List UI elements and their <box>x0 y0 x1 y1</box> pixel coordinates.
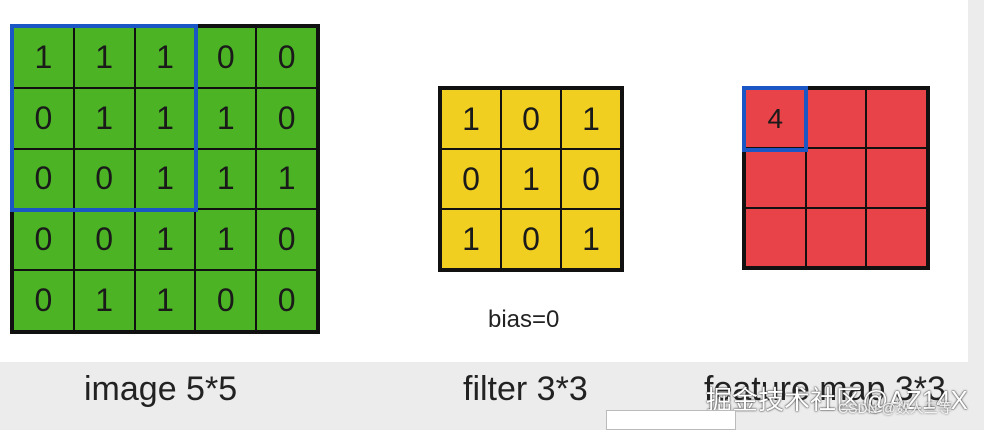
filter-cell: 0 <box>501 89 561 149</box>
image-cell: 0 <box>256 209 317 271</box>
image-cell: 1 <box>195 87 257 149</box>
filter-cell: 1 <box>441 209 501 269</box>
watermark-subtext: CSDN @数人三等 <box>838 400 952 416</box>
image-caption: image 5*5 <box>84 370 238 408</box>
image-cell: 1 <box>73 27 135 88</box>
image-cell: 0 <box>256 87 317 149</box>
filter-cell: 1 <box>561 209 621 269</box>
image-cell: 0 <box>13 148 74 210</box>
filter-cell: 1 <box>561 89 621 149</box>
image-cell: 0 <box>195 27 257 88</box>
image-cell: 0 <box>13 209 74 271</box>
image-cell: 1 <box>195 209 257 271</box>
feature-cell <box>866 89 927 149</box>
feature-map-matrix: 4 <box>742 86 930 270</box>
image-cell: 1 <box>134 27 196 88</box>
bias-label: bias=0 <box>488 306 560 333</box>
image-matrix: 1 1 1 0 0 0 1 1 1 0 0 0 1 1 1 0 0 1 1 0 … <box>10 24 320 334</box>
filter-matrix: 1 0 1 0 1 0 1 0 1 <box>438 86 624 272</box>
diagram-panel: 1 1 1 0 0 0 1 1 1 0 0 0 1 1 1 0 0 1 1 0 … <box>0 0 968 362</box>
filter-cell: 0 <box>501 209 561 269</box>
image-cell: 1 <box>134 87 196 149</box>
image-cell: 1 <box>134 209 196 271</box>
filter-cell: 1 <box>441 89 501 149</box>
image-cell: 0 <box>195 270 257 331</box>
image-cell: 0 <box>256 27 317 88</box>
image-cell: 1 <box>256 148 317 210</box>
feature-cell <box>745 207 806 267</box>
filter-caption: filter 3*3 <box>463 370 588 408</box>
image-cell: 1 <box>134 148 196 210</box>
bottom-box <box>606 410 736 430</box>
image-cell: 0 <box>13 270 74 331</box>
image-cell: 1 <box>13 27 74 88</box>
image-cell: 0 <box>73 209 135 271</box>
feature-cell <box>805 207 867 267</box>
feature-cell <box>805 89 867 149</box>
feature-map-caption: feature map 3*3 <box>704 370 946 408</box>
image-cell: 0 <box>256 270 317 331</box>
image-cell: 0 <box>73 148 135 210</box>
image-cell: 0 <box>13 87 74 149</box>
feature-cell: 4 <box>745 89 806 149</box>
image-cell: 1 <box>73 270 135 331</box>
image-cell: 1 <box>134 270 196 331</box>
filter-cell: 0 <box>441 149 501 209</box>
feature-cell <box>866 148 927 208</box>
feature-cell <box>866 207 927 267</box>
feature-cell <box>745 148 806 208</box>
filter-cell: 0 <box>561 149 621 209</box>
filter-cell: 1 <box>501 149 561 209</box>
image-cell: 1 <box>195 148 257 210</box>
image-cell: 1 <box>73 87 135 149</box>
watermark-text: 掘金技术社区@AZ14X <box>706 385 968 415</box>
feature-cell <box>805 148 867 208</box>
